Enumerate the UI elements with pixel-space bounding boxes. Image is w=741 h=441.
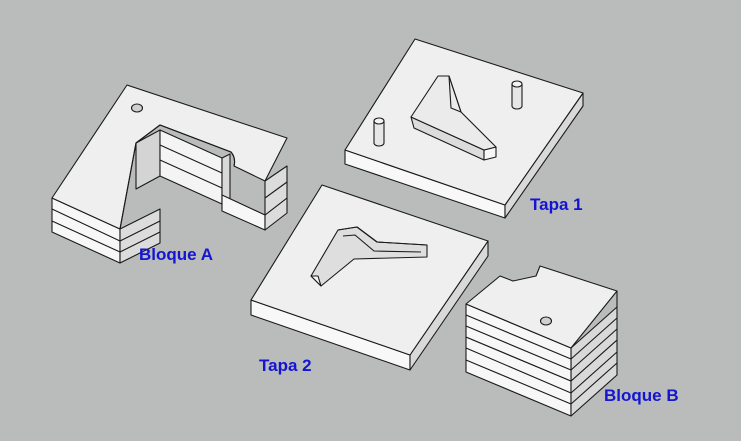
bloque-a-layer-line (51, 208, 121, 242)
tapa-1-pin-right (511, 83, 523, 110)
bloque-a-part (51, 84, 288, 264)
bloque-b-layer-line (570, 328, 618, 371)
bloque-a-layer-line (51, 220, 121, 253)
bloque-b-top-face (465, 265, 618, 349)
bloque-b-layer-line (465, 314, 572, 360)
tapa-2-pocket-wall (310, 275, 322, 287)
label-tapa-1: Tapa 1 (530, 195, 583, 214)
bloque-b-layer-line (570, 351, 618, 394)
bloque-b-layer-line (465, 359, 572, 405)
bloque-a-layer-line (159, 159, 223, 189)
bloque-a-layer-line (119, 231, 161, 253)
label-tapa-2: Tapa 2 (259, 356, 312, 375)
tapa-1-pin-left (373, 120, 385, 147)
bloque-b-layer-line (570, 317, 618, 360)
bloque-a-notch-edge (119, 124, 236, 230)
tapa-1-boss-crease (438, 75, 462, 113)
tapa-1-pin-right-top (511, 80, 523, 88)
bloque-a-hole (130, 103, 144, 113)
bloque-a-right-arm-side (221, 194, 266, 231)
bloque-a-layer-line (264, 181, 288, 199)
bloque-b-part (465, 265, 618, 417)
tapa-1-part (344, 38, 584, 219)
label-bloque-a: Bloque A (139, 245, 213, 264)
tapa-2-top-face (250, 184, 489, 356)
tapa-2-part (250, 184, 489, 371)
bloque-b-layer-line (465, 347, 572, 394)
tapa-2-pocket-edge (337, 226, 428, 246)
tapa-1-pin-left-top (373, 117, 385, 125)
bloque-a-layer-line (159, 144, 223, 174)
bloque-b-layer-line (465, 325, 572, 371)
bloque-a-layer-line (119, 220, 161, 242)
tapa-2-pocket-floor-edge (342, 234, 422, 253)
label-bloque-b: Bloque B (604, 386, 679, 405)
bloque-b-hole (539, 316, 553, 326)
tapa-1-boss-inner-edge (448, 75, 462, 113)
bloque-b-layer-line (570, 362, 618, 405)
